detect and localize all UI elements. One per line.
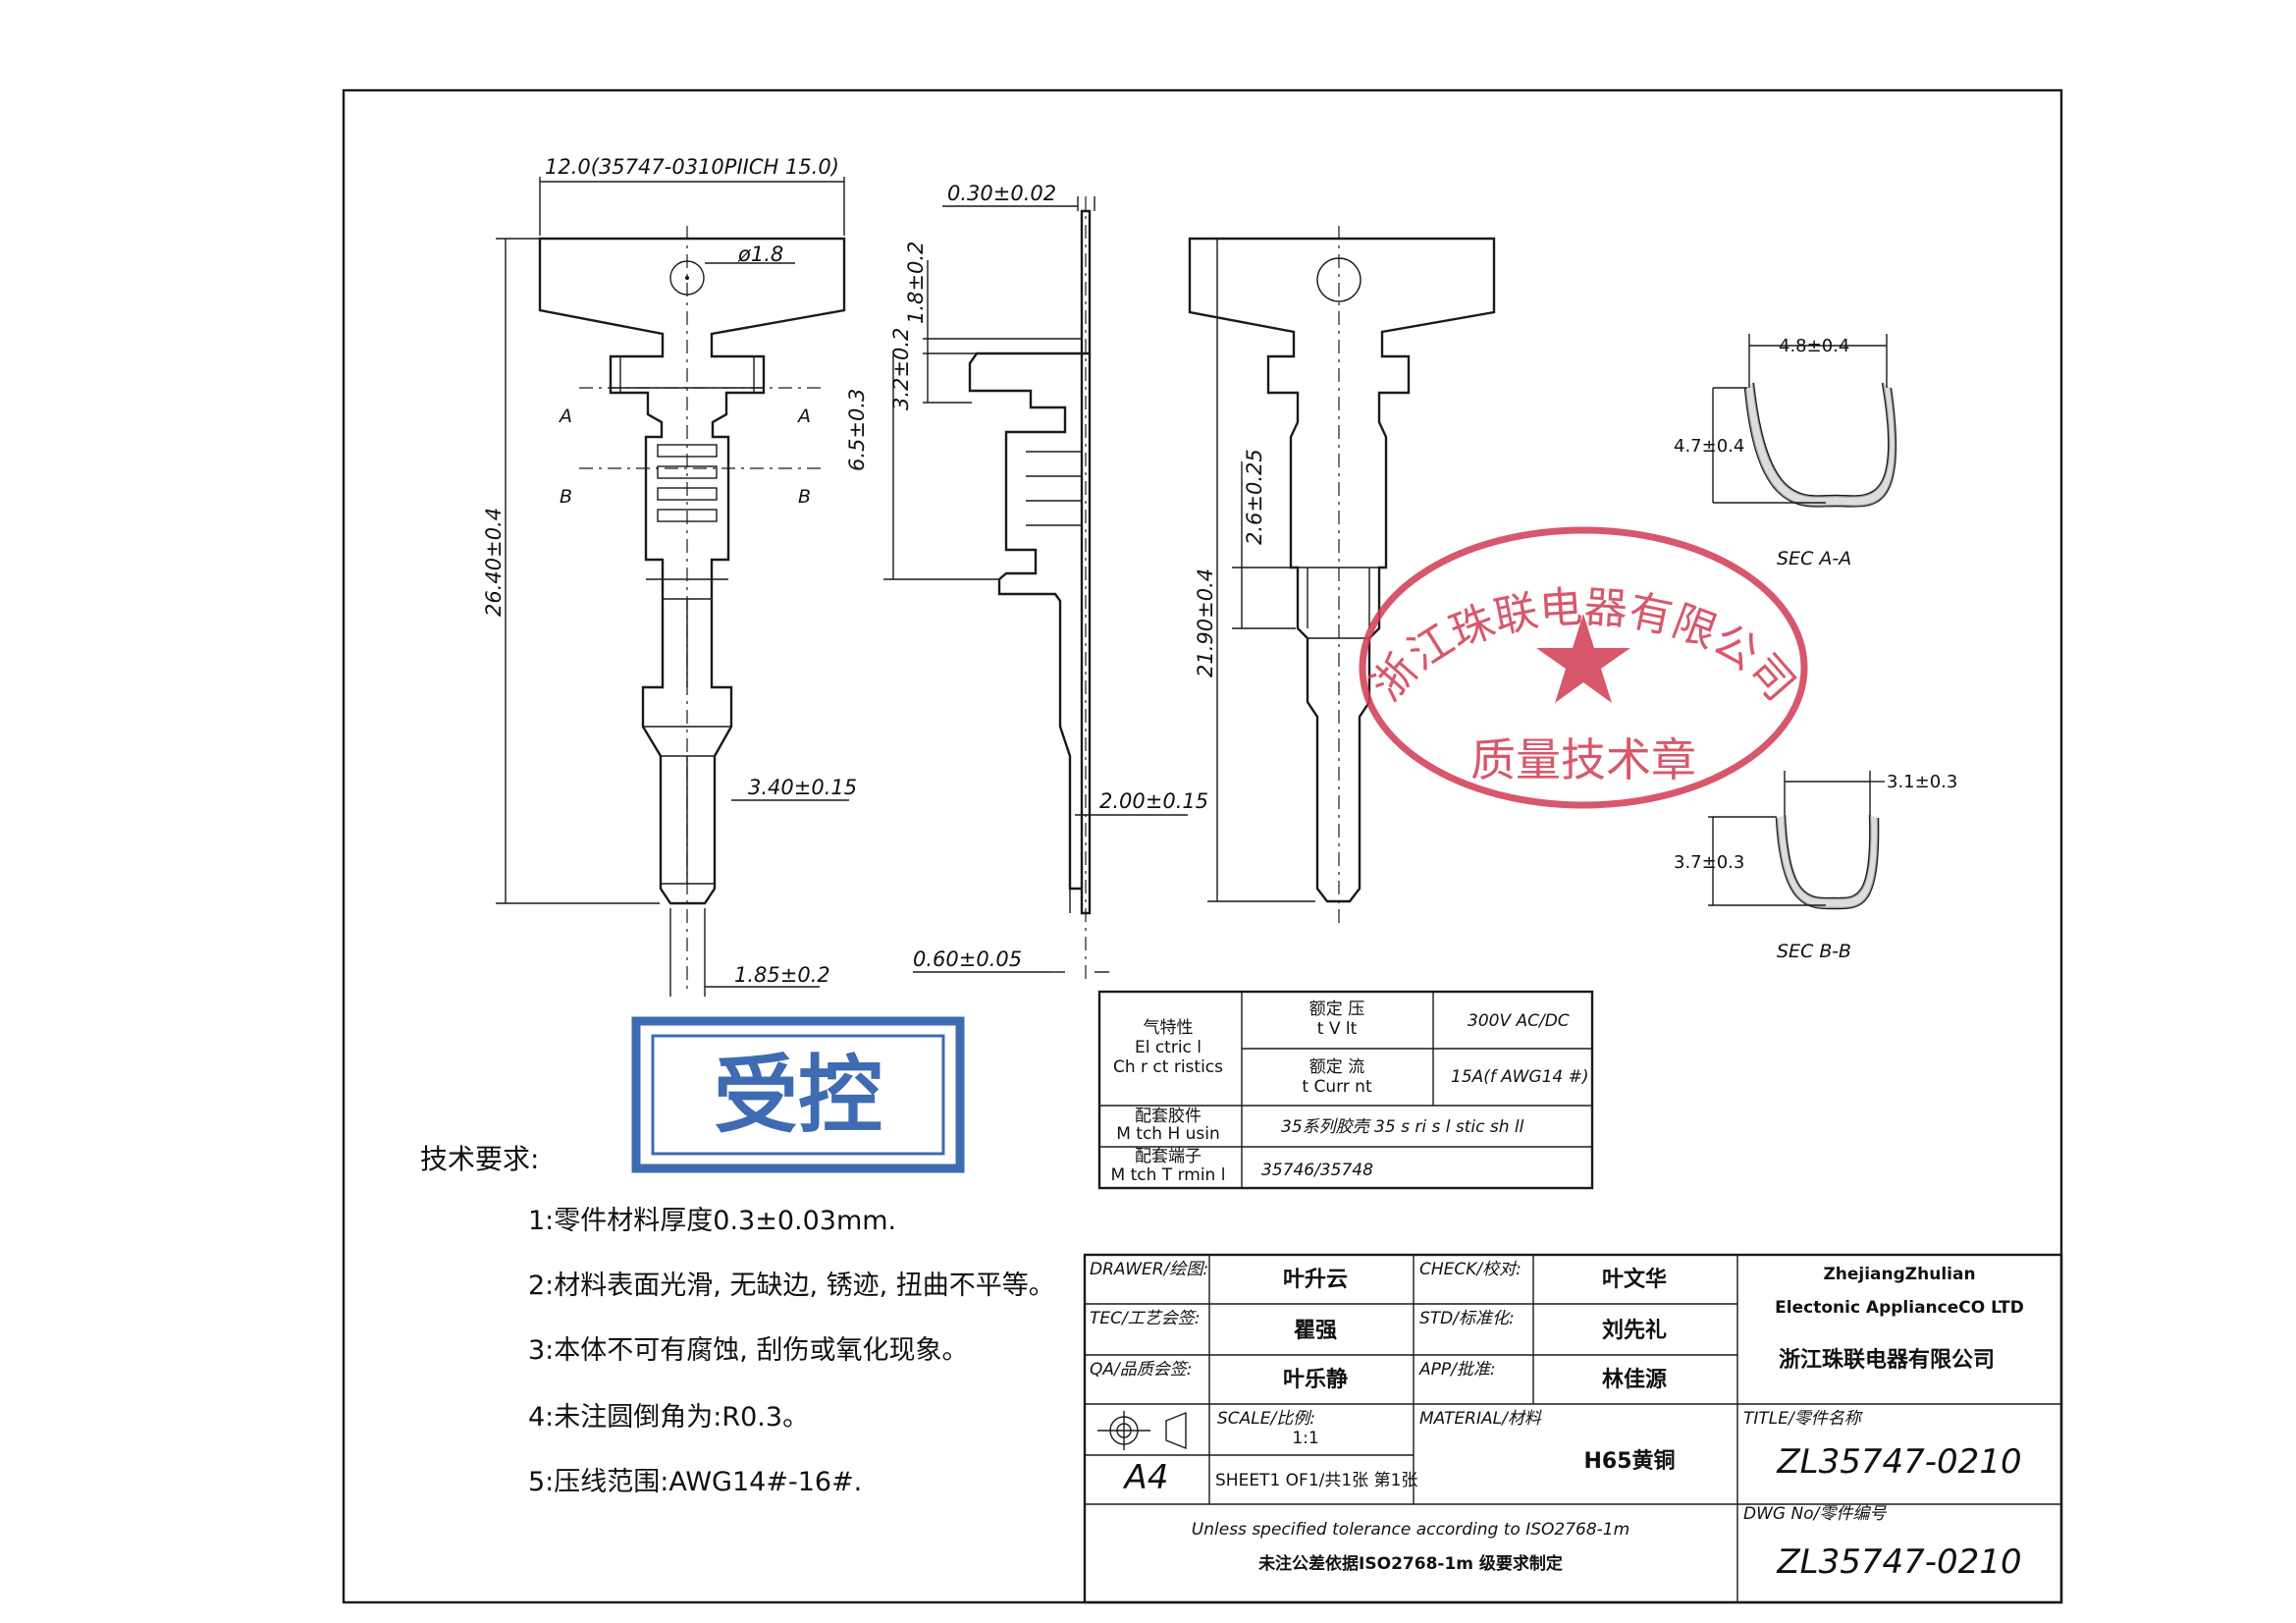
dim-side-d2: 3.2±0.2	[889, 328, 913, 410]
dim-side-d3: 6.5±0.3	[845, 389, 869, 471]
tb-drawer-value: 叶升云	[1283, 1268, 1348, 1292]
quality-stamp: 浙江珠联电器有限公司 质量技术章	[1359, 526, 1808, 809]
dim-bb-width: 3.1±0.3	[1887, 772, 1957, 792]
title-block	[1083, 1253, 2063, 1604]
tb-tec-label: TEC/工艺会签:	[1090, 1309, 1200, 1328]
technical-notes: 技术要求: 1:零件材料厚度0.3±0.03mm. 2:材料表面光滑, 无缺边,…	[420, 1143, 1055, 1497]
tb-drawer-label: DRAWER/绘图:	[1090, 1260, 1208, 1279]
drawing-frame	[342, 88, 2063, 1604]
section-aa-label: SEC A-A	[1777, 548, 1851, 569]
dim-back-d1: 2.6±0.25	[1243, 449, 1266, 545]
note-item-2: 2:材料表面光滑, 无缺边, 锈迹, 扭曲不平等。	[528, 1271, 1055, 1301]
dim-side-d1: 1.8±0.2	[904, 242, 928, 324]
section-bb-label: SEC B-B	[1777, 941, 1851, 962]
tb-material-label: MATERIAL/材料	[1419, 1409, 1542, 1429]
dim-hole-dia: ø1.8	[737, 243, 783, 266]
spec-voltage-en: t V lt	[1317, 1019, 1358, 1039]
tb-app-value: 林佳源	[1602, 1368, 1667, 1392]
tb-company-en1: ZhejiangZhulian	[1823, 1265, 1975, 1284]
dim-aa-height: 4.7±0.4	[1674, 436, 1744, 457]
section-mark-b-left: B	[560, 486, 572, 508]
note-item-4: 4:未注圆倒角为:R0.3。	[528, 1402, 809, 1433]
tb-dwg-value: ZL35747-0210	[1776, 1542, 2021, 1582]
note-item-5: 5:压线范围:AWG14#-16#.	[528, 1467, 862, 1497]
dim-back-length: 21.90±0.4	[1194, 568, 1217, 677]
tb-check-value: 叶文华	[1602, 1267, 1667, 1292]
spec-current-value: 15A(f AWG14 #)	[1451, 1067, 1589, 1087]
dim-pin-width: 3.40±0.15	[748, 776, 857, 799]
section-aa	[1712, 334, 1897, 508]
section-bb	[1708, 771, 1885, 910]
tb-dwg-label: DWG No/零件编号	[1743, 1504, 1887, 1524]
dim-total-length: 26.40±0.4	[482, 508, 506, 617]
section-mark-b-right: B	[798, 486, 811, 508]
quality-stamp-dept: 质量技术章	[1470, 733, 1696, 786]
tb-check-label: CHECK/校对:	[1419, 1260, 1522, 1279]
tb-company-en2: Electonic ApplianceCO LTD	[1775, 1298, 2024, 1318]
spec-terminal-cn: 配套端子	[1135, 1147, 1201, 1166]
section-mark-a-right: A	[796, 406, 811, 427]
section-mark-a-left: A	[558, 406, 572, 427]
side-view	[883, 196, 1188, 982]
spec-housing-value: 35系列胶壳 35 s ri s l stic sh ll	[1281, 1117, 1524, 1137]
tb-sheet-label: SHEET1 OF1/共1张 第1张	[1215, 1471, 1417, 1490]
tb-scale-label: SCALE/比例:	[1217, 1409, 1315, 1429]
spec-housing-cn: 配套胶件	[1135, 1107, 1201, 1126]
tb-tolerance-en: Unless specified tolerance according to …	[1192, 1520, 1629, 1540]
spec-voltage-value: 300V AC/DC	[1468, 1011, 1570, 1031]
dim-tip-width: 1.85±0.2	[734, 963, 830, 987]
dim-aa-width: 4.8±0.4	[1779, 336, 1849, 356]
note-item-3: 3:本体不可有腐蚀, 刮伤或氧化现象。	[528, 1335, 968, 1366]
tb-qa-value: 叶乐静	[1283, 1367, 1348, 1392]
tb-title-label: TITLE/零件名称	[1743, 1409, 1864, 1429]
note-item-1: 1:零件材料厚度0.3±0.03mm.	[528, 1206, 896, 1236]
projection-symbol-icon	[1097, 1411, 1187, 1450]
spec-electrical-en1: El ctric l	[1135, 1038, 1201, 1057]
star-icon	[1536, 614, 1630, 703]
spec-terminal-value: 35746/35748	[1261, 1161, 1373, 1180]
tb-company-cn: 浙江珠联电器有限公司	[1779, 1347, 1995, 1373]
spec-terminal-en: M tch T rmin l	[1111, 1165, 1226, 1185]
back-view	[1188, 226, 1496, 923]
front-view	[496, 177, 849, 997]
spec-housing-en: M tch H usin	[1116, 1124, 1220, 1144]
spec-voltage-cn: 额定 压	[1309, 1000, 1364, 1019]
tb-std-label: STD/标准化:	[1419, 1309, 1515, 1328]
tb-tec-value: 瞿强	[1294, 1319, 1337, 1343]
dim-tip-thickness: 0.60±0.05	[913, 947, 1022, 971]
notes-heading: 技术要求:	[420, 1143, 539, 1175]
tb-scale-value: 1:1	[1292, 1429, 1318, 1448]
spec-current-en: t Curr nt	[1302, 1077, 1372, 1097]
dim-top-width: 12.0(35747-0310PIICH 15.0)	[545, 155, 839, 179]
tb-paper-size: A4	[1123, 1458, 1169, 1497]
tb-title-value: ZL35747-0210	[1776, 1442, 2021, 1482]
spec-electrical-cn: 气特性	[1144, 1018, 1194, 1038]
dim-side-pin-width: 2.00±0.15	[1099, 789, 1208, 813]
controlled-stamp-text: 受控	[714, 1046, 882, 1145]
tb-std-value: 刘先礼	[1602, 1318, 1667, 1343]
controlled-stamp: 受控	[631, 1016, 965, 1173]
spec-electrical-en2: Ch r ct ristics	[1113, 1057, 1223, 1077]
spec-table	[1097, 990, 1594, 1190]
dim-thickness: 0.30±0.02	[947, 182, 1056, 205]
spec-current-cn: 额定 流	[1309, 1057, 1364, 1077]
dim-bb-height: 3.7±0.3	[1674, 852, 1744, 873]
tb-app-label: APP/批准:	[1418, 1360, 1496, 1380]
tb-qa-label: QA/品质会签:	[1090, 1360, 1192, 1380]
tb-material-value: H65黄铜	[1583, 1448, 1675, 1474]
tb-tolerance-cn: 未注公差依据ISO2768-1m 级要求制定	[1257, 1553, 1563, 1574]
